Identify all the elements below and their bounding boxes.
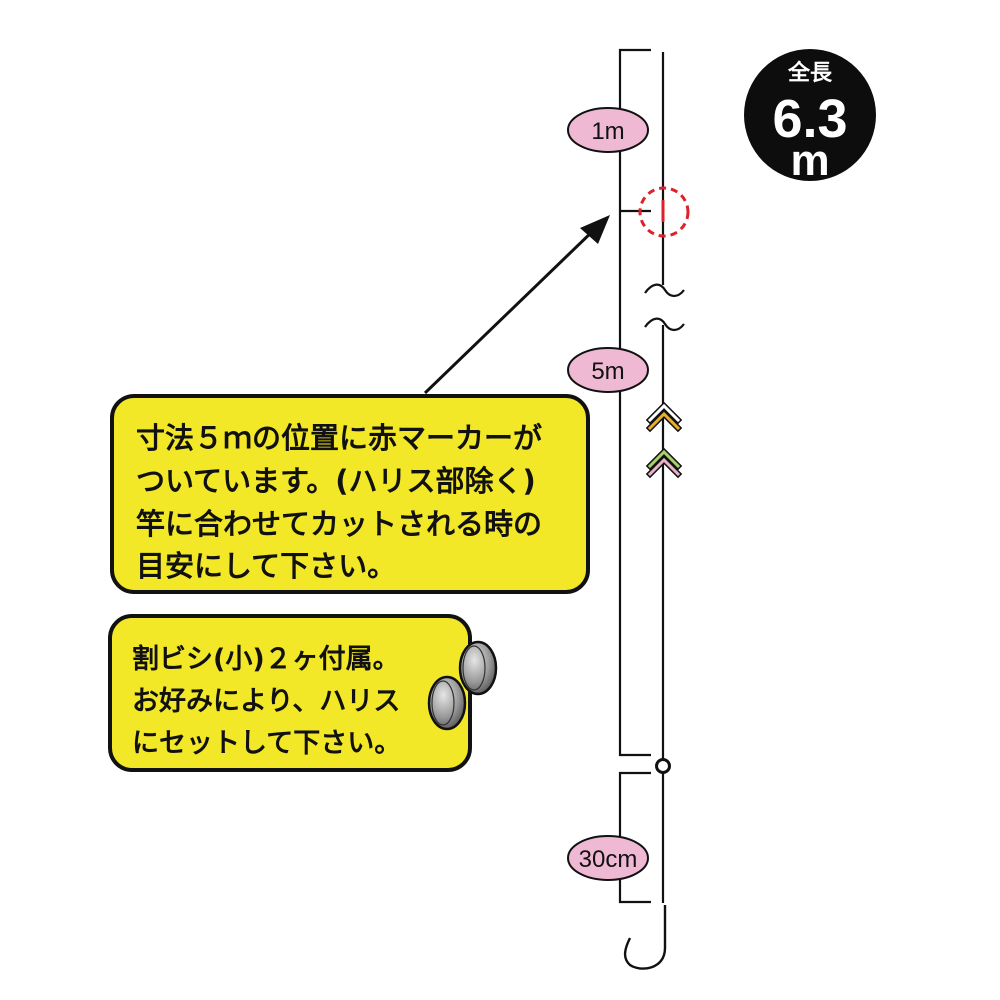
label-30cm-text: 30cm — [579, 846, 638, 873]
total-length-badge: 全長 6.3 m — [744, 49, 876, 185]
sinker-note-box: 割ビシ(小)２ヶ付属。 お好みにより、ハリス にセットして下さい。 — [108, 614, 472, 772]
marker-note-box: 寸法５ｍの位置に赤マーカーが ついています。(ハリス部除く) 竿に合わせてカット… — [110, 394, 590, 594]
chevron-bead-yellow-icon — [645, 401, 683, 433]
total-length-value: 6.3 — [772, 89, 847, 149]
main-line — [644, 52, 685, 903]
label-1m-text: 1m — [591, 118, 624, 145]
sinker-note-line: お好みにより、ハリス — [132, 686, 400, 717]
swivel-ring-icon — [655, 758, 671, 774]
red-marker-circle — [638, 186, 690, 238]
label-5m: 5m — [567, 347, 649, 393]
chevron-bead-pink-icon — [645, 447, 683, 479]
marker-note-line: 竿に合わせてカットされる時の — [136, 507, 542, 541]
split-shot-sinker-icon — [458, 640, 498, 696]
pointer-arrow-icon — [423, 215, 610, 395]
marker-note-line: 寸法５ｍの位置に赤マーカーが — [136, 421, 542, 455]
dimension-bracket-main — [618, 48, 651, 757]
split-shot-sinker-icon — [427, 675, 467, 731]
label-30cm: 30cm — [567, 835, 649, 881]
total-length-unit: m — [790, 136, 829, 185]
label-1m: 1m — [567, 107, 649, 153]
sinker-note-line: にセットして下さい。 — [132, 728, 401, 759]
sinker-note-line: 割ビシ(小)２ヶ付属。 — [132, 643, 400, 675]
total-length-label: 全長 — [787, 60, 833, 85]
marker-note-line: 目安にして下さい。 — [136, 549, 396, 583]
marker-note-line: ついています。(ハリス部除く) — [136, 464, 536, 498]
hook-icon — [623, 905, 667, 970]
label-5m-text: 5m — [591, 358, 624, 385]
